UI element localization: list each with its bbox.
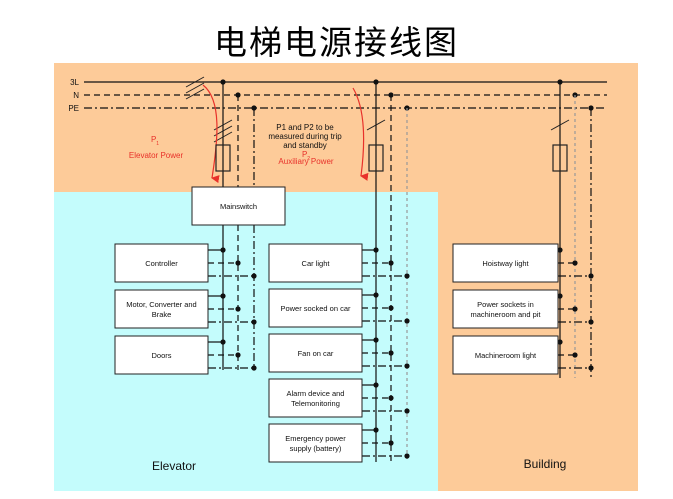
elevator-aux-load-tap-dot bbox=[373, 427, 379, 433]
note-line-2: measured during trip bbox=[268, 132, 342, 141]
elevator-aux-load-box bbox=[268, 423, 363, 463]
elevator-main-load-box-label: Brake bbox=[152, 310, 172, 319]
elevator-aux-load-tap-dot bbox=[404, 273, 410, 279]
three-phase-marker-icon bbox=[185, 88, 205, 100]
p2-arrow-icon bbox=[352, 87, 369, 181]
building-load-tap-dot bbox=[588, 365, 594, 371]
elevator-main-load-box bbox=[114, 243, 209, 283]
building-load-box-label: Machineroom light bbox=[475, 351, 537, 360]
elevator-aux-load-tap-dot bbox=[388, 260, 394, 266]
mainswitch-box bbox=[191, 186, 286, 226]
bld-fuse bbox=[552, 144, 568, 172]
elevator-aux-load-tap-dot bbox=[404, 408, 410, 414]
elevator-main-load-box bbox=[114, 335, 209, 375]
elevator-area-label: Elevator bbox=[152, 459, 196, 473]
elevator-aux-load-tap-dot bbox=[373, 292, 379, 298]
building-load-tap-dot bbox=[557, 293, 563, 299]
elevator-aux-load-box bbox=[268, 288, 363, 328]
building-load-box bbox=[452, 243, 559, 283]
elevator-main-load-tap-dot bbox=[235, 306, 241, 312]
elevator-aux-load-tap-dot bbox=[404, 318, 410, 324]
elevator-aux-load-box-label: Car light bbox=[302, 259, 331, 268]
elevator-aux-load-box-label: supply (battery) bbox=[290, 444, 342, 453]
elevator-aux-load-box-label: Power socked on car bbox=[280, 304, 351, 313]
bus-label-3l: 3L bbox=[70, 78, 79, 87]
bus-label-pe: PE bbox=[68, 104, 79, 113]
p2-label: Auxiliary Power bbox=[278, 157, 333, 166]
building-load-tap-dot bbox=[557, 247, 563, 253]
elevator-aux-load-tap-dot bbox=[388, 440, 394, 446]
elevator-aux-load-box-label: Fan on car bbox=[298, 349, 334, 358]
page-title: 电梯电源接线图 bbox=[214, 23, 459, 62]
elevator-main-load-tap-dot bbox=[235, 352, 241, 358]
elevator-aux-load-box-label: Telemonitoring bbox=[291, 399, 340, 408]
elevator-main-load-box-label: Controller bbox=[145, 259, 178, 268]
elevator-aux-load-tap-dot bbox=[373, 337, 379, 343]
building-load-box bbox=[452, 289, 559, 329]
p1-arrow-icon bbox=[202, 84, 220, 184]
elevator-main-load-box-label: Doors bbox=[151, 351, 171, 360]
building-load-box-label: Hoistway light bbox=[482, 259, 529, 268]
elevator-aux-load-box-label: Alarm device and bbox=[287, 389, 345, 398]
p2-symbol: P2 bbox=[302, 150, 310, 162]
elevator-main-load-tap-dot bbox=[235, 260, 241, 266]
elevator-main-load-box bbox=[114, 289, 209, 329]
p1-label: Elevator Power bbox=[129, 151, 184, 160]
elevator-aux-load-box bbox=[268, 333, 363, 373]
bld-switch-marker-icon bbox=[550, 119, 570, 131]
elevator-aux-load-tap-dot bbox=[388, 395, 394, 401]
building-load-box-label: Power sockets in bbox=[477, 300, 534, 309]
elevator-aux-load-box-label: Emergency power bbox=[285, 434, 346, 443]
elevator-aux-load-tap-dot bbox=[404, 363, 410, 369]
bus-label-n: N bbox=[73, 91, 79, 100]
building-load-tap-dot bbox=[572, 306, 578, 312]
elevator-main-load-tap-dot bbox=[220, 293, 226, 299]
elevator-main-load-tap-dot bbox=[251, 273, 257, 279]
elevator-main-load-tap-dot bbox=[220, 339, 226, 345]
three-phase-marker-icon bbox=[185, 76, 205, 88]
elevator-aux-load-tap-dot bbox=[404, 453, 410, 459]
elevator-main-load-tap-dot bbox=[220, 247, 226, 253]
p1-symbol: P1 bbox=[151, 135, 159, 147]
elevator-aux-load-box bbox=[268, 243, 363, 283]
building-load-tap-dot bbox=[588, 319, 594, 325]
building-load-box-label: machineroom and pit bbox=[470, 310, 541, 319]
elevator-area bbox=[54, 192, 438, 491]
building-area-label: Building bbox=[524, 457, 567, 471]
building-load-box bbox=[452, 335, 559, 375]
p2-switch-marker-icon bbox=[366, 119, 386, 131]
three-phase-marker-icon bbox=[185, 82, 205, 94]
building-load-tap-dot bbox=[572, 352, 578, 358]
building-load-tap-dot bbox=[572, 260, 578, 266]
elevator-aux-load-box bbox=[268, 378, 363, 418]
elevator-aux-load-tap-dot bbox=[373, 247, 379, 253]
note-line-3: and standby bbox=[283, 141, 327, 150]
elevator-aux-load-tap-dot bbox=[388, 305, 394, 311]
p2-fuse bbox=[368, 144, 384, 172]
p1-fuse bbox=[215, 144, 231, 172]
note-line-1: P1 and P2 to be bbox=[276, 123, 334, 132]
building-load-tap-dot bbox=[588, 273, 594, 279]
elevator-main-load-tap-dot bbox=[251, 319, 257, 325]
elevator-aux-load-tap-dot bbox=[373, 382, 379, 388]
elevator-main-load-tap-dot bbox=[251, 365, 257, 371]
elevator-aux-load-tap-dot bbox=[388, 350, 394, 356]
elevator-main-load-box-label: Motor, Converter and bbox=[126, 300, 196, 309]
mainswitch-box-label: Mainswitch bbox=[220, 202, 257, 211]
building-load-tap-dot bbox=[557, 339, 563, 345]
